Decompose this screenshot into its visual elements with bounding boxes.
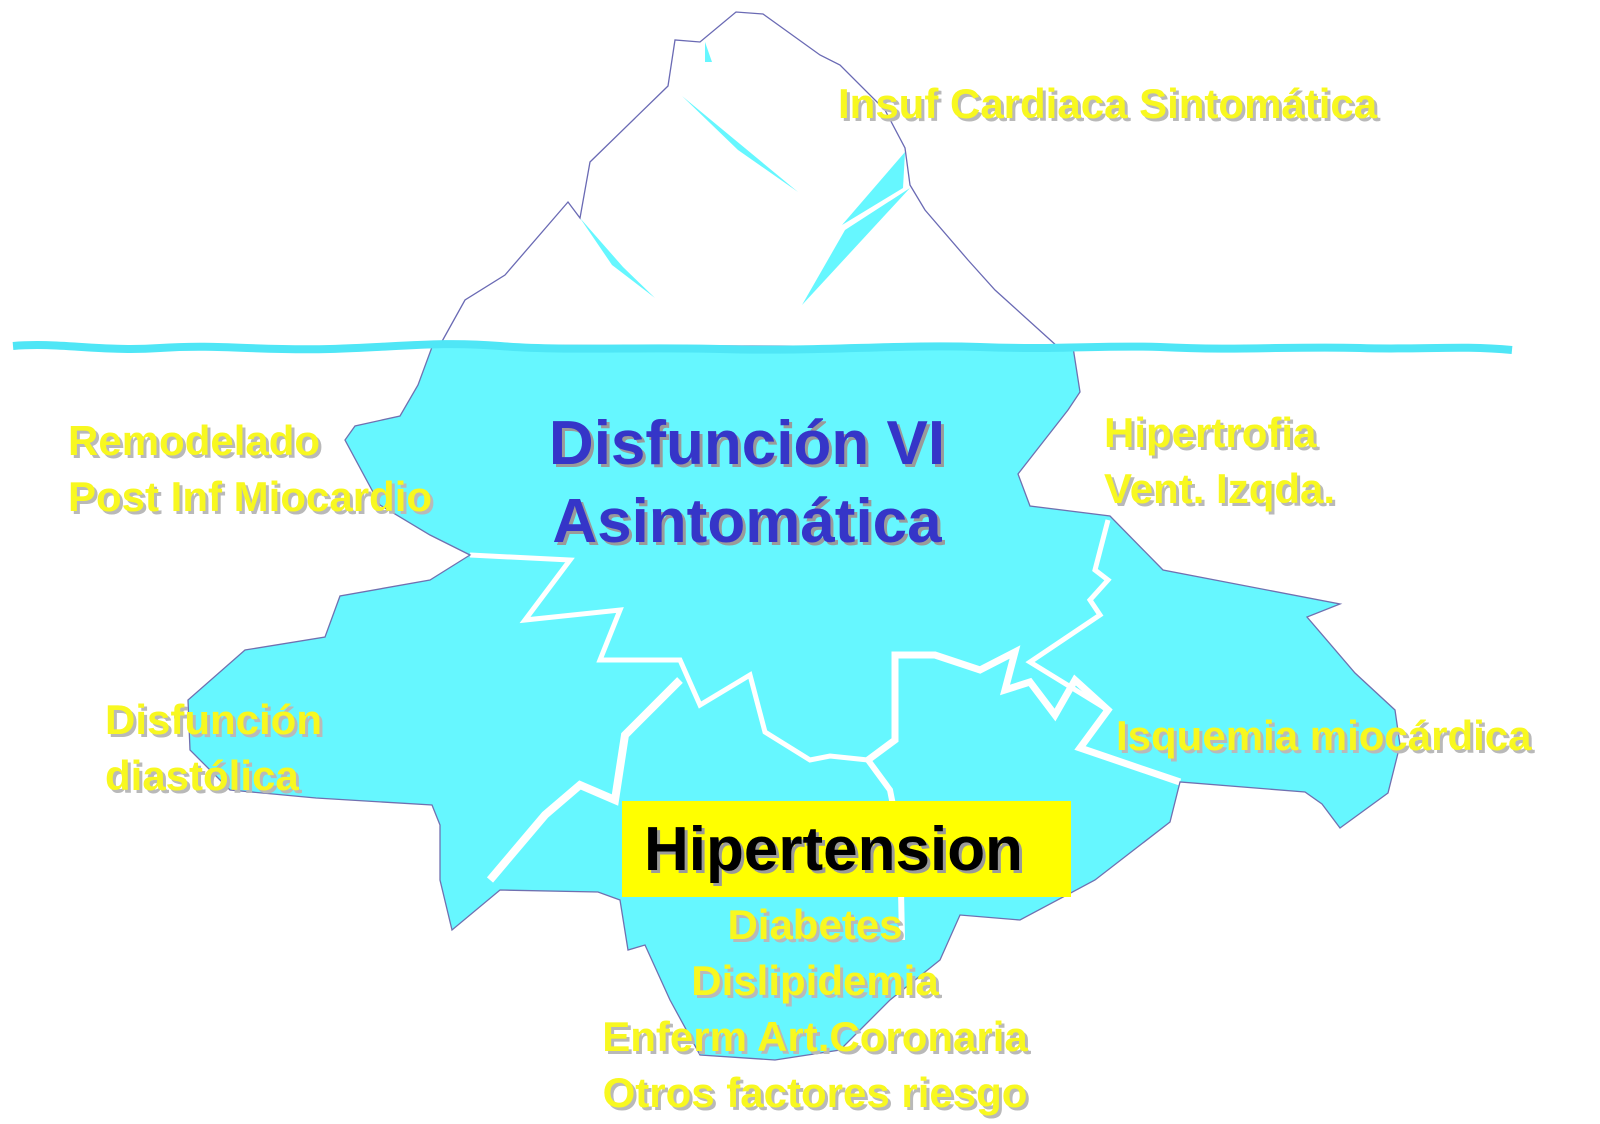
- ice-facet: [705, 42, 712, 62]
- ice-facet: [842, 152, 905, 225]
- left-top-label: Remodelado Post Inf Miocardio: [68, 413, 432, 525]
- ice-facet: [682, 96, 798, 192]
- right-top-label-line-1: Hipertrofia: [1104, 409, 1317, 456]
- ice-facets: [580, 42, 910, 305]
- right-top-label-line-2: Vent. Izqda.: [1104, 465, 1336, 512]
- hypertension-highlight-box: Hipertension: [622, 801, 1071, 897]
- right-bottom-label-text: Isquemia miocárdica: [1116, 712, 1532, 759]
- left-bottom-label-line-1: Disfunción: [105, 696, 322, 743]
- iceberg-underwater-outline: [187, 346, 1401, 1061]
- risk-factor-item: Enferm Art.Coronaria: [602, 1013, 1028, 1060]
- left-top-label-line-1: Remodelado: [68, 417, 321, 464]
- right-top-label: Hipertrofia Vent. Izqda.: [1104, 405, 1335, 517]
- left-top-label-line-2: Post Inf Miocardio: [68, 473, 433, 520]
- iceberg-tip-outline: [438, 11, 1060, 348]
- center-label: Disfunción VI Asintomática: [542, 405, 952, 561]
- risk-factor-item: Otros factores riesgo: [602, 1069, 1028, 1116]
- water-line: [12, 340, 1513, 354]
- left-bottom-label-line-2: diastólica: [105, 752, 299, 799]
- tip-label-text: Insuf Cardiaca Sintomática: [838, 80, 1378, 127]
- center-label-line-1: Disfunción VI: [548, 409, 946, 478]
- risk-factor-item: Diabetes: [727, 901, 903, 948]
- tip-label: Insuf Cardiaca Sintomática: [838, 76, 1377, 132]
- crack-line: [1025, 519, 1112, 713]
- risk-factor-item: Dislipidemia: [691, 957, 939, 1004]
- center-label-line-2: Asintomática: [552, 487, 942, 556]
- crack-line: [469, 552, 869, 763]
- iceberg-tip: [440, 12, 1058, 347]
- hypertension-label: Hipertension: [644, 814, 1023, 884]
- right-bottom-label: Isquemia miocárdica: [1116, 708, 1532, 764]
- left-bottom-label: Disfunción diastólica: [105, 692, 322, 804]
- crack-line: [486, 677, 683, 883]
- iceberg-underwater: [188, 347, 1400, 1060]
- risk-factors-list: Diabetes Dislipidemia Enferm Art.Coronar…: [560, 897, 1070, 1121]
- ice-facet: [802, 188, 910, 305]
